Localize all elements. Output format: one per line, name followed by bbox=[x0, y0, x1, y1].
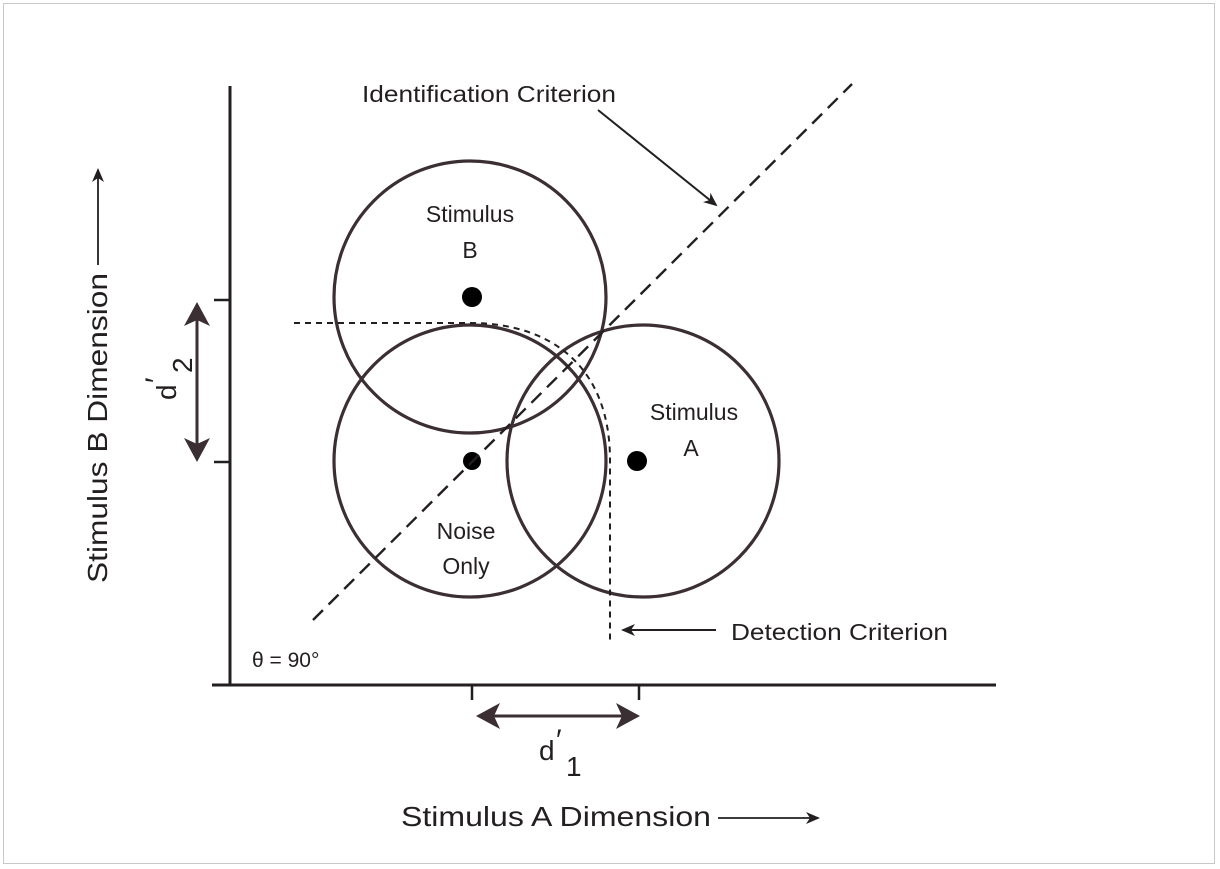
stimulus-a-label-line1: Stimulus bbox=[650, 399, 738, 425]
stimulus-b-circle bbox=[332, 159, 608, 435]
d1-prime: ′ bbox=[556, 724, 562, 757]
detection-criterion-curve bbox=[294, 322, 611, 641]
identification-criterion-arrow bbox=[597, 109, 718, 207]
noise-only-circle bbox=[332, 323, 608, 599]
d2-symbol: d bbox=[151, 384, 182, 400]
stimulus-a-label-line2: A bbox=[683, 435, 699, 461]
stimulus-a-circle bbox=[505, 323, 781, 599]
identification-criterion-line bbox=[312, 83, 853, 621]
x-axis-title: Stimulus A Dimension bbox=[401, 801, 711, 832]
figure-frame bbox=[3, 3, 1215, 864]
d1-symbol: d bbox=[539, 735, 555, 766]
stimulus-b-label-line1: Stimulus bbox=[426, 201, 514, 227]
d1-subscript: 1 bbox=[566, 751, 582, 782]
d2-double-arrow bbox=[184, 302, 210, 462]
stimulus-b-mean-dot bbox=[462, 287, 482, 307]
stimulus-a-mean-dot bbox=[627, 451, 647, 471]
d1-double-arrow bbox=[476, 703, 640, 729]
identification-criterion-label: Identification Criterion bbox=[362, 81, 616, 107]
noise-only-label-line2: Only bbox=[442, 553, 490, 579]
d2-prime: ′ bbox=[140, 377, 173, 383]
d2-label: d ′ 2 bbox=[140, 357, 198, 400]
noise-only-label-line1: Noise bbox=[437, 518, 496, 544]
detection-criterion-label: Detection Criterion bbox=[731, 619, 948, 645]
stimulus-b-label-line2: B bbox=[462, 237, 477, 263]
y-axis-title: Stimulus B Dimension bbox=[82, 273, 113, 583]
d2-subscript: 2 bbox=[167, 357, 198, 373]
theta-label: θ = 90° bbox=[252, 649, 319, 672]
